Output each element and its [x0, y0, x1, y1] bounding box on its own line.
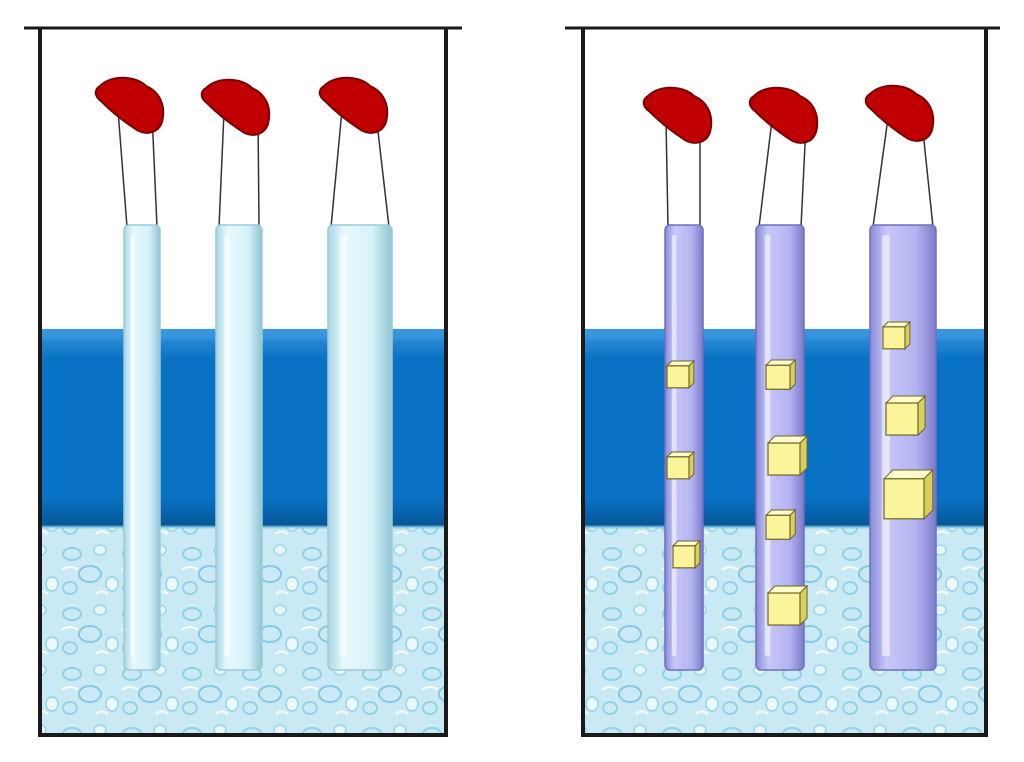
beaker-wall	[38, 28, 448, 737]
hanging-string	[872, 117, 889, 228]
crystal-icon	[766, 584, 809, 627]
tube-body	[327, 224, 393, 671]
hanging-string	[665, 119, 669, 228]
crystal-icon	[764, 508, 797, 541]
tube-glare	[881, 235, 890, 656]
tube-glare	[339, 235, 348, 656]
crystal-icon	[882, 468, 935, 521]
crystal-icon	[881, 320, 912, 351]
hanging-string	[758, 119, 773, 228]
red-clip-icon	[642, 86, 713, 144]
beaker-before	[24, 26, 462, 737]
tube-body	[215, 224, 263, 671]
red-clip-icon	[200, 78, 271, 136]
crystal-icon	[665, 450, 696, 481]
red-clip-icon	[318, 76, 389, 134]
test-tube	[318, 76, 393, 671]
red-clip-icon	[864, 84, 935, 142]
red-clip-icon	[94, 76, 165, 134]
crystal-icon	[671, 539, 702, 570]
crystal-icon	[884, 394, 927, 437]
tube-glare	[130, 235, 135, 656]
crystal-icon	[766, 434, 809, 477]
hanging-string	[218, 111, 225, 228]
test-tube	[748, 86, 819, 671]
test-tube	[864, 84, 937, 671]
crystal-icon	[665, 359, 696, 390]
hanging-string	[330, 109, 343, 228]
hanging-string	[117, 109, 128, 228]
test-tube	[200, 78, 271, 671]
tube-glare	[671, 235, 677, 656]
test-tube	[642, 86, 713, 671]
hanging-string	[375, 113, 390, 228]
tube-body	[123, 224, 161, 671]
beaker-wall	[581, 28, 988, 737]
red-clip-icon	[748, 86, 819, 144]
beaker-after	[565, 26, 1000, 737]
crystal-icon	[764, 358, 797, 391]
tube-glare	[224, 235, 230, 656]
tube-body	[869, 224, 937, 671]
tube-body	[664, 224, 704, 671]
test-tube	[94, 76, 165, 671]
